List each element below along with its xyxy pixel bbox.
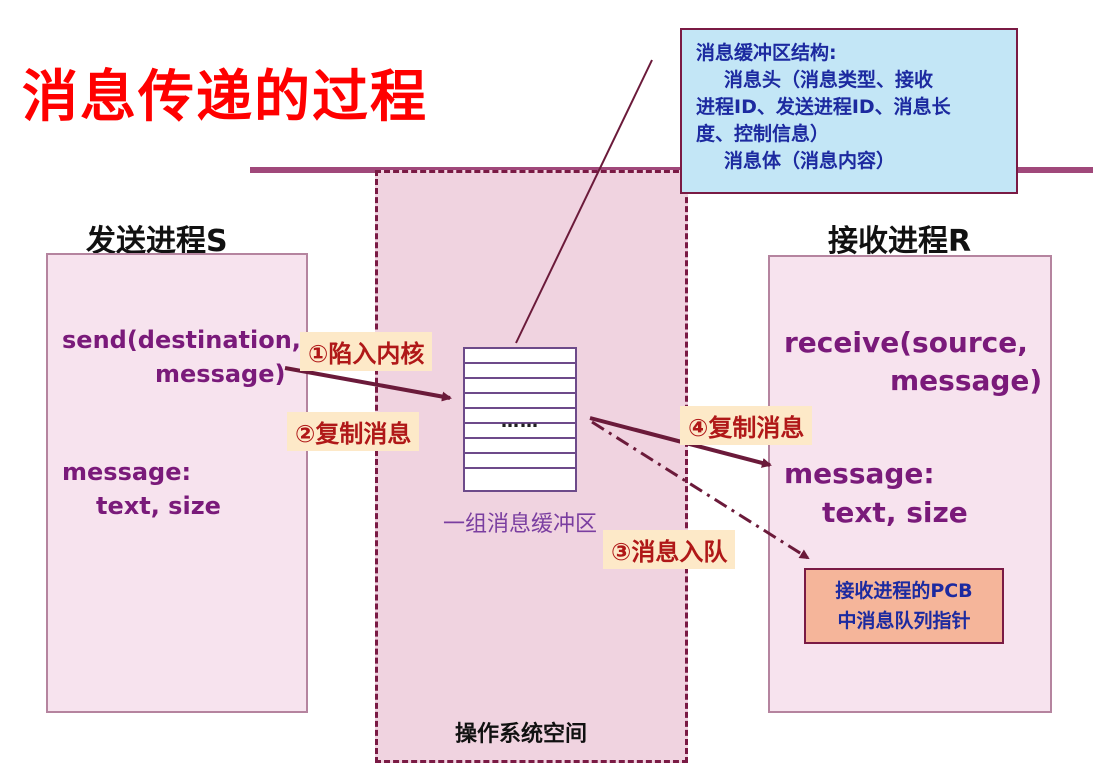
step4-label: ④复制消息 — [680, 406, 813, 445]
buffer-slot — [465, 364, 575, 379]
arrow-enqueue — [591, 420, 810, 560]
pcb-queue-pointer-box: 接收进程的PCB 中消息队列指针 — [804, 568, 1004, 644]
buffer-slot — [465, 409, 575, 424]
info-line: 消息头（消息类型、接收 — [724, 69, 934, 91]
buffer-slot — [465, 394, 575, 409]
info-line: 进程ID、发送进程ID、消息长 — [696, 96, 951, 118]
page-title: 消息传递的过程 — [22, 64, 428, 130]
message-buffer-stack: …… — [463, 347, 577, 492]
buffer-slot — [465, 349, 575, 364]
buffer-slot — [465, 469, 575, 484]
buffer-slot — [465, 439, 575, 454]
receiver-call-line2: message) — [890, 364, 1043, 397]
step1-label: ①陷入内核 — [300, 332, 433, 371]
arrow-send-to-buffer — [284, 366, 452, 402]
step3-label: ③消息入队 — [603, 530, 736, 569]
callout-line — [515, 59, 653, 344]
buffer-slot — [465, 379, 575, 394]
receiver-var-line2: text, size — [822, 496, 968, 529]
pcb-line1: 接收进程的PCB — [835, 580, 973, 602]
step2-label: ②复制消息 — [287, 412, 420, 451]
info-line: 度、控制信息） — [696, 123, 830, 145]
receiver-var-line1: message: — [784, 457, 935, 490]
sender-var-line1: message: — [62, 458, 192, 486]
sender-call-line1: send(destination, — [62, 326, 301, 354]
info-line: 消息缓冲区结构: — [696, 42, 837, 64]
buffer-caption: 一组消息缓冲区 — [443, 512, 598, 537]
buffer-slot — [465, 454, 575, 469]
info-line: 消息体（消息内容） — [724, 150, 896, 172]
sender-call-line2: message) — [155, 360, 286, 388]
buffer-structure-info: 消息缓冲区结构: 消息头（消息类型、接收 进程ID、发送进程ID、消息长 度、控… — [680, 28, 1018, 194]
buffer-ellipsis: …… — [501, 411, 539, 432]
receiver-heading: 接收进程R — [828, 224, 972, 259]
sender-var-line2: text, size — [96, 492, 221, 520]
sender-process-box — [46, 253, 308, 713]
buffer-slot — [465, 424, 575, 439]
receiver-call-line1: receive(source, — [784, 326, 1028, 359]
os-space-label: 操作系统空间 — [455, 722, 588, 747]
pcb-line2: 中消息队列指针 — [837, 610, 971, 632]
